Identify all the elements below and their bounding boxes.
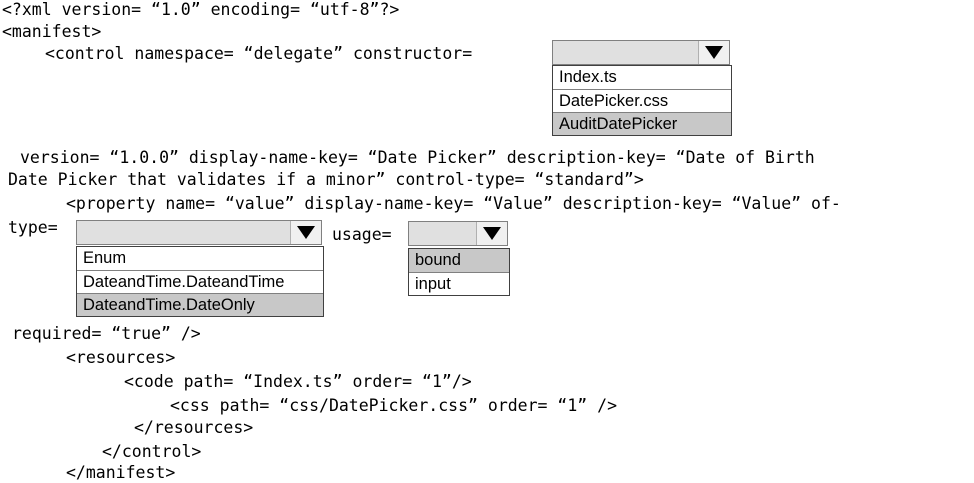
control-close-tag: </control> (102, 442, 202, 461)
of-type-option-dateandtime-dateonly[interactable]: DateandTime.DateOnly (77, 293, 323, 316)
of-type-option-dateandtime-dateandtime[interactable]: DateandTime.DateandTime (77, 270, 323, 293)
of-type-options-list: Enum DateandTime.DateandTime DateandTime… (76, 246, 324, 317)
constructor-options-list: Index.ts DatePicker.css AuditDatePicker (552, 65, 732, 136)
description-continuation-line: Date Picker that validates if a minor” c… (8, 170, 644, 189)
dropdown-arrow-button[interactable] (290, 221, 321, 244)
css-path-tag: <css path= “css/DatePicker.css” order= “… (170, 396, 618, 415)
dropdown-arrow-button[interactable] (698, 41, 729, 64)
code-path-tag: <code path= “Index.ts” order= “1”/> (124, 372, 472, 391)
usage-options-list: bound input (408, 248, 510, 296)
type-attribute-label: type= (8, 218, 58, 237)
constructor-dropdown[interactable] (552, 40, 730, 65)
of-type-dropdown[interactable] (76, 220, 322, 245)
constructor-option-index-ts[interactable]: Index.ts (559, 68, 617, 86)
version-attributes-line: version= “1.0.0” display-name-key= “Date… (20, 148, 815, 167)
required-attribute-line: required= “true” /> (12, 324, 201, 343)
property-tag-line: <property name= “value” display-name-key… (66, 194, 841, 213)
control-tag-line: <control namespace= “delegate” construct… (45, 44, 473, 63)
constructor-option-auditdatepicker[interactable]: AuditDatePicker (553, 112, 731, 135)
usage-attribute-label: usage= (332, 225, 392, 244)
resources-close-tag: </resources> (134, 418, 254, 437)
manifest-open-tag: <manifest> (2, 22, 102, 41)
dropdown-arrow-button[interactable] (476, 222, 507, 245)
triangle-down-icon (705, 46, 723, 59)
usage-dropdown[interactable] (408, 221, 508, 246)
resources-open-tag: <resources> (66, 348, 176, 367)
xml-declaration: <?xml version= “1.0” encoding= “utf-8”?> (2, 0, 400, 19)
usage-option-input[interactable]: input (409, 272, 509, 295)
triangle-down-icon (297, 226, 315, 239)
manifest-close-tag: </manifest> (66, 463, 176, 482)
triangle-down-icon (483, 227, 501, 240)
usage-option-bound[interactable]: bound (409, 249, 509, 272)
constructor-option-datepicker-css[interactable]: DatePicker.css (553, 89, 731, 112)
of-type-option-enum[interactable]: Enum (83, 249, 127, 267)
